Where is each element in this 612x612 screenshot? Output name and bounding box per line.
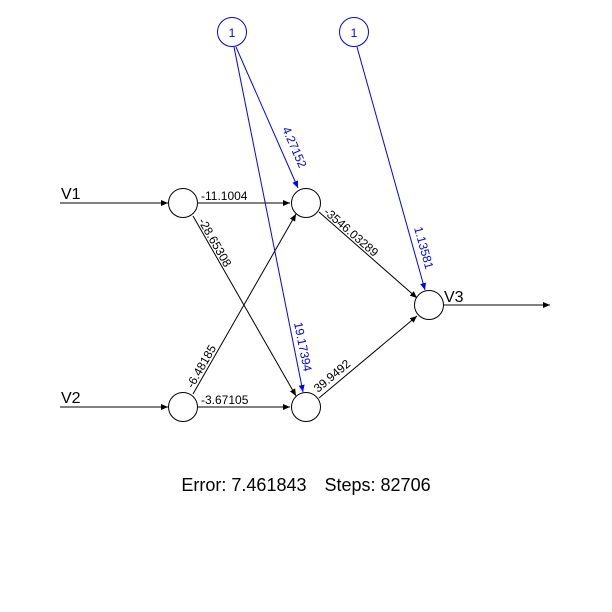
steps-label: Steps: bbox=[324, 475, 375, 495]
edge-h1-out bbox=[318, 211, 418, 299]
weight-label-h1-out: -3546.03289 bbox=[321, 205, 381, 260]
weight-label-v2-h1: -6.48185 bbox=[183, 342, 219, 390]
hidden-node-1 bbox=[291, 188, 321, 218]
input-label-v2: V2 bbox=[61, 390, 81, 407]
edge-v1-h2 bbox=[192, 215, 297, 397]
bias-weight-label-b2-out: 1.13581 bbox=[411, 225, 436, 271]
bias-edge-b1-h2 bbox=[233, 46, 305, 393]
bias-edge-b2-out bbox=[356, 46, 427, 291]
weight-label-v2-h2: -3.67105 bbox=[201, 393, 249, 407]
bias-node-1-label: 1 bbox=[229, 26, 236, 40]
output-label-v3: V3 bbox=[444, 289, 464, 306]
bias-node-1 bbox=[217, 17, 247, 47]
training-summary: Error: 7.461843 Steps: 82706 bbox=[181, 475, 430, 495]
weight-label-v1-h1: -11.1004 bbox=[201, 189, 248, 203]
input-node-v2 bbox=[168, 392, 198, 422]
bias-node-2-label: 1 bbox=[351, 26, 358, 40]
bias-edge-b1-h1 bbox=[235, 46, 299, 189]
edge-h2-out bbox=[318, 315, 418, 399]
steps-value: 82706 bbox=[381, 475, 431, 495]
input-node-v1 bbox=[168, 188, 198, 218]
bias-weight-label-b1-h2: 19.17394 bbox=[291, 321, 315, 373]
weight-label-v1-h2: -28.65308 bbox=[195, 216, 234, 270]
bias-weight-label-b1-h1: 4.27152 bbox=[279, 125, 309, 171]
hidden-node-2 bbox=[291, 392, 321, 422]
edge-v2-h1 bbox=[192, 213, 297, 395]
input-label-v1: V1 bbox=[61, 186, 81, 203]
weight-label-h2-out: 39.9492 bbox=[311, 356, 353, 395]
bias-node-2 bbox=[339, 17, 369, 47]
error-value: 7.461843 bbox=[231, 475, 306, 495]
output-node-v3 bbox=[414, 290, 444, 320]
error-label: Error: bbox=[181, 475, 226, 495]
